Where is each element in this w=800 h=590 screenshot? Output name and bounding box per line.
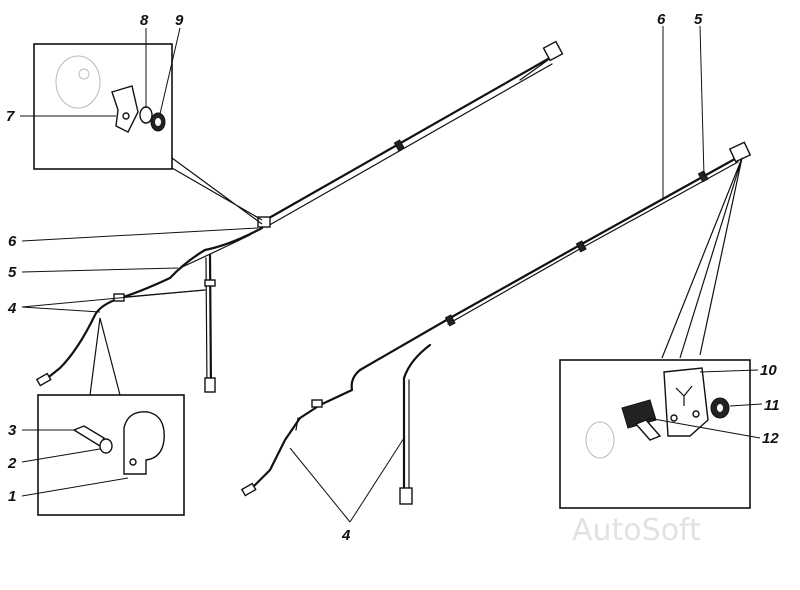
nut-11-hole (717, 404, 723, 412)
leader-6-left (21, 227, 259, 242)
right-pipe-end-tee (728, 141, 752, 163)
inset-background-hole (78, 68, 90, 80)
inset-bracket-top-left (33, 43, 263, 225)
callout-leaders (20, 25, 763, 523)
right-pipe-union (311, 399, 323, 408)
left-center-hose-fitting-bottom (204, 377, 216, 393)
right-pipe-clip-b (575, 240, 587, 253)
left-junction-block (257, 216, 271, 228)
left-pipe-secondary (179, 234, 251, 269)
right-long-pipe-a (358, 153, 744, 372)
washer-8-part (139, 106, 153, 124)
callout-labels: 7 8 9 6 5 4 3 2 1 6 5 10 11 12 4 (6, 11, 780, 544)
inset-bottom-left-leader (89, 317, 121, 396)
inset-top-left-frame (33, 43, 173, 170)
right-lower-pipe (248, 368, 362, 492)
right-pipe-clip-c (444, 314, 456, 327)
left-lower-pipe (43, 296, 122, 382)
inset-clamp-bottom-left (37, 317, 185, 516)
leader-5-left (21, 267, 179, 273)
clamp-1-hole (129, 458, 137, 466)
leader-10 (699, 369, 759, 373)
leader-1 (21, 477, 129, 497)
fitting-12-pipe (634, 419, 662, 441)
watermark: AutoSoft (572, 513, 701, 548)
right-pipe-assembly (240, 141, 752, 505)
callout-7: 7 (6, 108, 15, 125)
leader-12 (647, 417, 761, 439)
callout-4-lower: 4 (341, 527, 351, 544)
leader-2 (21, 448, 101, 463)
leader-4-upper-a (21, 306, 101, 313)
right-pipe-stub (295, 417, 299, 431)
callout-12: 12 (762, 430, 779, 447)
callout-4-upper: 4 (7, 300, 17, 317)
right-long-pipe-b (447, 161, 739, 325)
callout-8: 8 (140, 12, 149, 29)
tee-bracket-10-hole-b (692, 410, 700, 418)
callout-10: 10 (760, 362, 777, 379)
washer-2-part (99, 438, 113, 454)
inset-background-body (55, 55, 101, 109)
nut-9-hole (155, 118, 161, 126)
callout-1: 1 (8, 488, 16, 505)
left-pipe-end-fitting (542, 40, 564, 62)
left-lower-pipe-fitting (35, 372, 52, 387)
leader-9 (159, 27, 181, 115)
callout-6-top: 6 (657, 11, 666, 28)
inset-bottom-left-frame (37, 394, 185, 516)
leader-11 (729, 403, 763, 407)
callout-2: 2 (7, 455, 17, 472)
leader-5-top (699, 25, 705, 177)
left-center-hose (208, 253, 213, 392)
left-pipe-clip (393, 139, 405, 152)
left-long-pipe-b (265, 63, 553, 228)
callout-3: 3 (8, 422, 17, 439)
left-center-hose-fitting-top (204, 279, 216, 287)
inset-tee-right (559, 359, 751, 509)
callout-6-left: 6 (8, 233, 17, 250)
right-center-hose (402, 343, 432, 502)
leader-4-lower-b (349, 437, 405, 523)
left-long-pipe-a (260, 53, 557, 224)
tee-bracket-10-mark (675, 385, 693, 406)
left-center-hose-edge (205, 257, 208, 391)
callout-9: 9 (175, 12, 184, 29)
left-pipe-main (118, 226, 264, 300)
tee-bracket-10-hole-a (670, 414, 678, 422)
inset-right-background (585, 421, 615, 459)
callout-5-top: 5 (694, 11, 703, 28)
callout-11: 11 (764, 397, 780, 414)
right-lower-pipe-fitting (240, 482, 257, 497)
inset-top-left-leader (171, 157, 263, 225)
callout-5-left: 5 (8, 264, 17, 281)
bracket-7-hole (122, 112, 130, 120)
leader-4-lower-a (289, 447, 351, 523)
leader-4-upper-b (21, 289, 206, 308)
right-center-hose-fitting (399, 487, 413, 505)
tee-bracket-10-part (663, 367, 709, 437)
left-pipe-end-coil (519, 59, 549, 81)
right-pipe-clip-a (697, 170, 709, 183)
inset-right-leader (661, 157, 743, 359)
bolt-3-part (72, 425, 105, 447)
bracket-7-part (111, 85, 139, 133)
